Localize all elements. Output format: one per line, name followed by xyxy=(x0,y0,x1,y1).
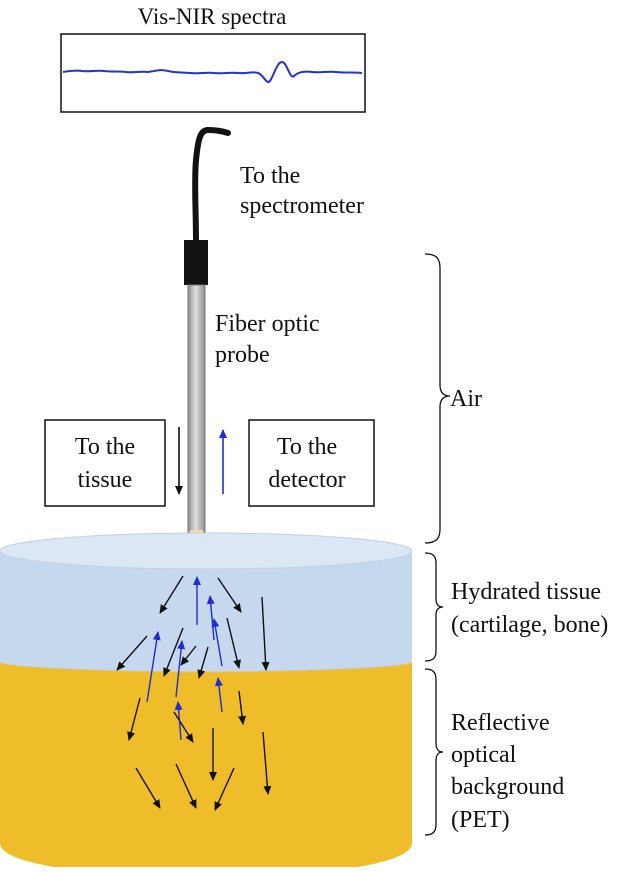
tissue-label-line1: Hydrated tissue xyxy=(451,579,601,605)
photon-arrow-incident xyxy=(262,731,272,795)
bracket-tissue xyxy=(424,552,444,662)
background-layer xyxy=(0,662,412,872)
bracket-air xyxy=(424,253,451,544)
photon-paths xyxy=(116,575,272,811)
box-detector-line2: detector xyxy=(268,467,345,493)
photon-arrow-detected xyxy=(214,677,223,713)
photon-arrow-incident xyxy=(135,767,161,809)
photon-arrow-detected xyxy=(146,631,161,703)
spectrum-line xyxy=(62,60,363,83)
tissue-layer xyxy=(0,532,413,673)
box-detector-line1: To the xyxy=(277,434,337,460)
photon-arrow-incident xyxy=(226,617,242,669)
photon-arrow-incident xyxy=(127,697,141,741)
probe-shaft xyxy=(187,284,206,536)
photon-arrow-incident xyxy=(214,767,235,811)
photon-arrow-incident xyxy=(163,627,184,677)
photon-arrow-detected xyxy=(206,595,215,641)
photon-arrow-incident xyxy=(180,645,197,666)
air-label: Air xyxy=(450,386,482,412)
photon-arrow-detected xyxy=(175,640,186,698)
probe-label-line2: probe xyxy=(215,342,270,368)
box-tissue-line2: tissue xyxy=(78,467,133,493)
cable-label-line1: To the xyxy=(240,163,300,189)
background-label-line2: optical xyxy=(451,742,517,768)
bracket-background xyxy=(424,668,444,836)
spectra-panel: Vis-NIR spectra xyxy=(60,4,366,113)
photon-arrow-incident xyxy=(197,646,209,679)
photon-arrow-incident xyxy=(217,577,242,613)
tissue-label-line2: (cartilage, bone) xyxy=(451,612,608,638)
box-to-tissue: To the tissue xyxy=(44,419,166,507)
box-tissue-line1: To the xyxy=(75,434,135,460)
photon-arrow-detected xyxy=(174,701,183,741)
box-to-detector: To the detector xyxy=(248,419,375,507)
photon-arrow-incident xyxy=(116,635,148,671)
photon-arrow-detected xyxy=(211,618,223,667)
background-label-line4: (PET) xyxy=(451,807,510,833)
photon-arrow-incident xyxy=(159,575,184,614)
spectra-title: Vis-NIR spectra xyxy=(138,4,287,29)
photon-arrow-incident xyxy=(238,690,247,725)
tissue-top-surface xyxy=(0,532,413,570)
cable-label-line2: spectrometer xyxy=(240,193,364,219)
photon-arrow-incident xyxy=(261,596,270,671)
photon-arrow-incident xyxy=(175,763,197,809)
background-label-line3: background xyxy=(451,774,564,800)
photon-arrow-incident xyxy=(173,711,194,743)
probe-connector xyxy=(184,240,208,285)
background-label-line1: Reflective xyxy=(451,710,550,736)
fiber-cable xyxy=(192,126,231,245)
probe-label-line1: Fiber optic xyxy=(215,311,320,337)
